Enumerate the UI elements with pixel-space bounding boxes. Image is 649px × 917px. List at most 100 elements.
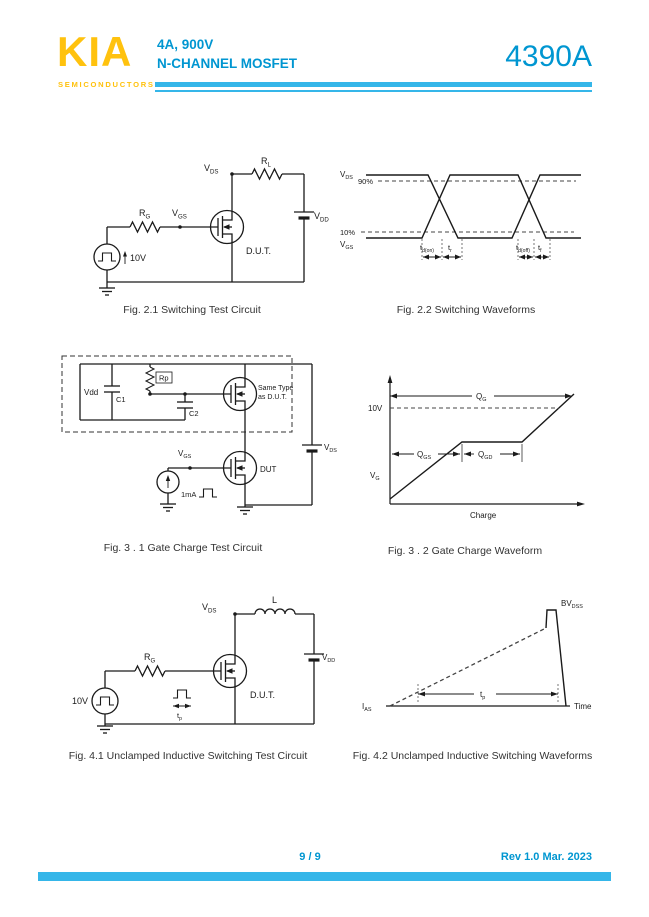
circuit-wires <box>104 613 315 726</box>
v10-label: 10V <box>368 404 383 413</box>
qgd-label: QGD <box>478 450 492 461</box>
vds-label: VDS <box>324 443 337 454</box>
fig-3-1-caption: Fig. 3 . 1 Gate Charge Test Circuit <box>103 542 263 554</box>
brand-logo: KIA <box>57 28 133 75</box>
fig-2-1-caption: Fig. 2.1 Switching Test Circuit <box>123 304 261 316</box>
rl-label: RL <box>261 156 272 169</box>
part-number: 4390A <box>505 40 592 73</box>
timing-arrows <box>423 254 549 260</box>
vds-waveform <box>366 174 581 239</box>
mosfet-symbol <box>199 640 248 702</box>
level-10-label: 10% <box>340 228 355 237</box>
header-rule-thin <box>155 90 592 92</box>
qg-label: QG <box>476 392 486 403</box>
fig-3-1-gate-charge-test-circuit: Vdd C1 Rp C2 Same Type as D.U.T. VGS DUT… <box>61 355 337 515</box>
pulse-glyph <box>97 252 117 262</box>
tf-label: tf <box>538 243 542 254</box>
y-axis-arrow-icon <box>387 375 393 383</box>
battery-symbol <box>292 210 316 220</box>
dashed-box <box>61 355 293 433</box>
inductor-label: L <box>272 595 277 605</box>
inductor-symbol <box>254 608 296 615</box>
pulse-glyph <box>95 696 115 706</box>
brand-logo-subtitle: SEMICONDUCTORS <box>58 80 155 89</box>
fig-4-1-caption: Fig. 4.1 Unclamped Inductive Switching T… <box>68 750 308 762</box>
level-90-label: 90% <box>358 177 373 186</box>
battery-symbol <box>300 443 324 453</box>
tp-arrow <box>173 703 191 709</box>
current-source-symbol <box>156 470 180 494</box>
page-number: 9 / 9 <box>299 851 321 863</box>
tr-label: tr <box>448 243 452 254</box>
vgs-label: VGS <box>178 449 192 460</box>
vgs-node <box>188 466 192 470</box>
qgs-label: QGS <box>417 450 431 461</box>
rg-label: RG <box>139 208 151 221</box>
fig-3-2-caption: Fig. 3 . 2 Gate Charge Waveform <box>387 545 543 557</box>
qgd-arrow <box>464 451 520 457</box>
ground-symbol <box>159 503 177 512</box>
pulse-glyph <box>198 488 218 498</box>
timing-guides <box>421 239 551 260</box>
same-type-mosfet-symbol <box>209 363 258 425</box>
vgs-label: VGS <box>340 240 354 251</box>
tp-label: tp <box>177 711 182 722</box>
bvdss-label: BVDSS <box>561 599 583 610</box>
ias-label: IAS <box>362 702 372 713</box>
pulse-source-symbol <box>93 243 121 271</box>
circuit-wires <box>106 173 305 288</box>
pulse-source-symbol <box>91 687 119 715</box>
ground-symbol <box>96 725 114 734</box>
td-off-label: td(off) <box>516 243 530 254</box>
vds-node <box>230 172 234 176</box>
resistor-rg-symbol <box>129 221 161 233</box>
ground-symbol <box>236 506 254 515</box>
battery-symbol <box>302 652 326 662</box>
up-arrow-icon <box>123 251 127 257</box>
rg-label: RG <box>144 652 156 665</box>
vg-label: VG <box>370 471 380 482</box>
fig-4-2-caption: Fig. 4.2 Unclamped Inductive Switching W… <box>352 750 593 762</box>
vdd-label: VDD <box>314 211 329 224</box>
ground-symbol <box>98 287 116 296</box>
revision-label: Rev 1.0 Mar. 2023 <box>500 851 592 863</box>
resistor-rp-symbol <box>145 366 155 392</box>
c1-label: C1 <box>116 395 126 404</box>
vgs-label: VGS <box>172 208 187 221</box>
vgs-node <box>178 225 182 229</box>
fig-3-2-gate-charge-waveform: 10V QG QGS QGD VG Charge <box>368 375 585 520</box>
tp-arrow <box>418 691 558 697</box>
same-type-label-line2: as D.U.T. <box>258 394 287 401</box>
fig-2-2-caption: Fig. 2.2 Switching Waveforms <box>396 304 536 316</box>
x-axis-arrow-icon <box>577 501 585 507</box>
footer-bar <box>38 872 611 881</box>
qgs-arrow <box>392 451 460 457</box>
fig-2-1-switching-test-circuit: VDS RL VDD VGS RG 10V D.U.T. <box>93 156 329 296</box>
source-voltage-label: 10V <box>72 696 88 706</box>
rp-label: Rp <box>159 374 169 383</box>
resistor-rl-symbol <box>251 168 283 180</box>
current-ramp-dashed <box>389 627 547 707</box>
tp-label: tp <box>480 690 485 701</box>
device-type: N-CHANNEL MOSFET <box>157 56 297 71</box>
header-rule-thick <box>155 82 592 87</box>
vds-label: VDS <box>340 170 353 181</box>
vgs-waveform <box>366 174 581 239</box>
gate-voltage-curve <box>389 393 575 500</box>
vdd-label: VDD <box>322 653 335 664</box>
fig-2-2-switching-waveforms: VDS 90% 10% VGS td(on) tr td(off) tf <box>340 170 581 260</box>
mosfet-symbol <box>196 196 245 258</box>
source-voltage-label: 10V <box>130 253 146 263</box>
fig-4-2-uis-waveforms: BVDSS IAS tp Time <box>362 599 592 713</box>
vdd-label: Vdd <box>84 388 98 397</box>
fig-4-1-uis-test-circuit: VDS L VDD RG 10V tp D.U.T. <box>72 595 335 734</box>
td-on-label: td(on) <box>420 243 434 254</box>
resistor-rg-symbol <box>134 665 166 677</box>
x-axis-label: Charge <box>470 511 497 520</box>
vds-label: VDS <box>204 163 219 176</box>
circuit-wires <box>79 363 313 507</box>
dut-label: D.U.T. <box>246 246 271 256</box>
dut-label: DUT <box>260 465 277 474</box>
current-value-label: 1mA <box>181 490 196 499</box>
